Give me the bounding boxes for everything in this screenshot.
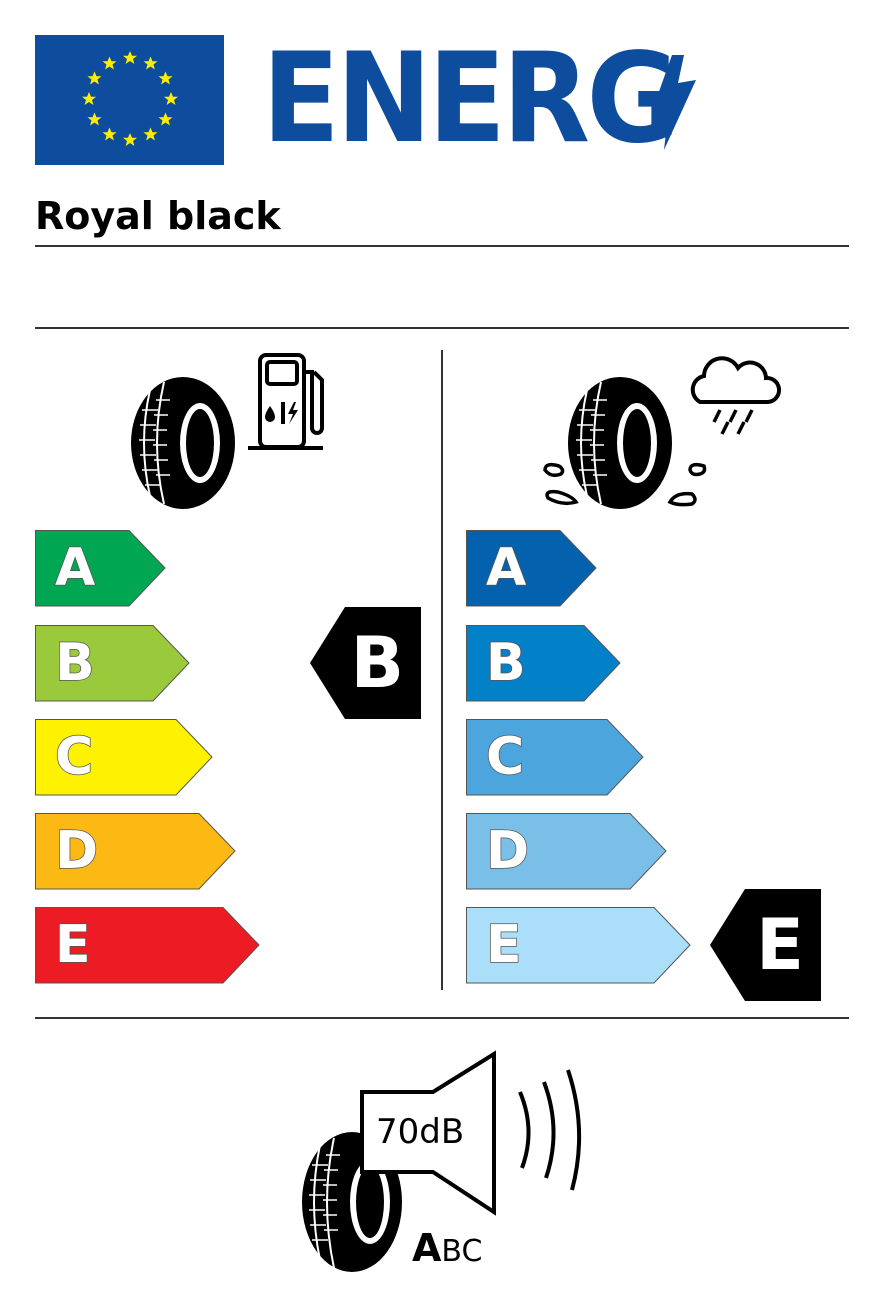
tyre-icon (131, 377, 235, 509)
wet-bar-b-shape (466, 625, 621, 702)
fuel-class-label: C (54, 726, 94, 788)
fuel-rating-label: B (350, 622, 404, 704)
brand-name: Royal black (35, 194, 281, 238)
noise-class-selected: A (412, 1226, 442, 1270)
wet-bar-d-shape (466, 813, 667, 890)
wet-class-label: A (485, 537, 527, 599)
splash-icon (543, 462, 707, 507)
noise-class: ABC (412, 1226, 482, 1270)
fuel-pump-icon (248, 353, 324, 450)
divider-vertical (441, 350, 443, 990)
fuel-rating-marker: B (310, 607, 422, 719)
speaker-icon (360, 1050, 496, 1216)
divider-middle (35, 327, 849, 329)
energy-title: ENERG (262, 27, 680, 171)
noise-value: 70dB (376, 1112, 465, 1152)
divider-bottom (35, 1017, 849, 1019)
wet-bar-c-shape (466, 719, 644, 796)
wet-bar-e-shape (466, 907, 691, 984)
rating-arrow-shape (310, 607, 421, 719)
wet-class-label: B (485, 632, 526, 694)
eu-stars-icon (82, 51, 178, 146)
fuel-bar-c-shape (35, 719, 213, 796)
noise-class-rest: BC (441, 1234, 483, 1269)
wet-rating-label: E (756, 904, 804, 986)
cloud-icon (690, 356, 781, 404)
fuel-class-label: B (54, 632, 95, 694)
fuel-bar-d-shape (35, 813, 236, 890)
fuel-class-label: A (54, 537, 96, 599)
eu-flag-icon (35, 35, 224, 165)
wet-class-label: D (485, 820, 530, 882)
wet-rating-marker: E (710, 889, 822, 1001)
tyre-fuel-pump-icon (131, 353, 324, 509)
rain-icon (712, 409, 754, 435)
wet-class-label: E (485, 914, 522, 976)
tyre-speaker-icon (302, 1050, 582, 1272)
divider-top (35, 245, 849, 247)
fuel-bar-e-shape (35, 907, 260, 984)
fuel-bar-a-shape (35, 530, 166, 607)
rating-arrow-shape (710, 889, 821, 1001)
wet-bar-a-shape (466, 530, 597, 607)
fuel-class-label: E (54, 914, 91, 976)
fuel-class-label: D (54, 820, 99, 882)
wet-class-label: C (485, 726, 525, 788)
lightning-bolt-icon (656, 55, 696, 150)
sound-waves-icon (518, 1069, 582, 1191)
tyre-rain-cloud-icon (543, 356, 781, 509)
fuel-bar-b-shape (35, 625, 190, 702)
tyre-icon (568, 377, 672, 509)
